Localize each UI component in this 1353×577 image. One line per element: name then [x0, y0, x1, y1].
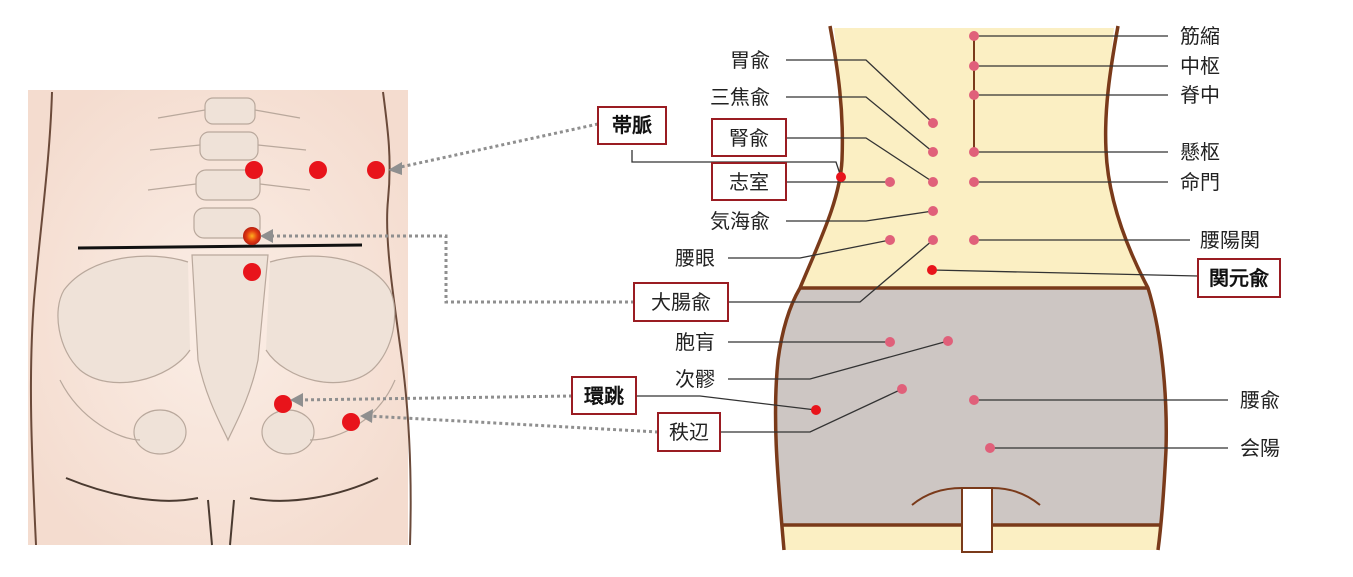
illus-point-zhishi	[245, 161, 263, 179]
skeleton-illustration	[28, 90, 412, 546]
label-shenyu: 腎兪	[729, 126, 769, 150]
label-huantiao: 環跳	[584, 384, 624, 408]
lumbar-zone	[800, 28, 1148, 288]
lead-ciliao	[728, 340, 949, 380]
lead-dachangyu	[728, 239, 934, 303]
point-mingmen	[969, 177, 979, 187]
sacrum	[191, 254, 269, 442]
body-outline-right	[382, 91, 412, 546]
ilium-right	[265, 255, 396, 384]
point-zhishi	[885, 177, 895, 187]
illus-point-huantiao	[274, 395, 292, 413]
body-outline-left	[29, 91, 53, 546]
label-xuanshu: 懸枢	[1180, 140, 1220, 164]
connector-arrows	[260, 122, 659, 434]
labels-right: 筋縮 中枢 脊中 懸枢 命門 腰陽関 関元兪 腰兪 会陽	[1180, 24, 1280, 460]
label-yaoyan: 腰眼	[675, 246, 715, 270]
frame-guanyuanyu	[1197, 258, 1281, 298]
label-baohuang: 胞肓	[675, 330, 715, 354]
point-jinsuo	[969, 31, 979, 41]
label-weiyu: 胃兪	[730, 48, 770, 72]
jacoby-line	[77, 243, 363, 250]
label-mingmen: 命門	[1180, 170, 1220, 194]
label-dachangyu: 大腸兪	[651, 290, 711, 314]
lead-huantiao	[636, 395, 817, 411]
arrow-daimai	[395, 122, 599, 170]
arrow-head-daimai	[388, 162, 402, 175]
label-zhongshu: 中枢	[1180, 54, 1220, 78]
hip-socket-left	[133, 409, 187, 455]
sacral-zone	[775, 288, 1167, 525]
point-xuanshu	[969, 147, 979, 157]
point-baohuang	[885, 337, 895, 347]
cleft-gap	[961, 487, 993, 553]
gluteal-fold-left	[65, 477, 199, 502]
arrow-huantiao	[297, 394, 573, 402]
point-yaoyan	[885, 235, 895, 245]
lead-qihaiyu	[786, 210, 934, 222]
point-zhongshu	[969, 61, 979, 71]
label-yaoyu: 腰兪	[1240, 388, 1280, 412]
point-guanyuanyu	[927, 265, 937, 275]
point-ciliao	[943, 336, 953, 346]
point-daimai	[836, 172, 846, 182]
frame-daimai	[597, 106, 667, 145]
label-jizhong: 脊中	[1180, 83, 1220, 107]
acupoints	[811, 31, 995, 453]
frame-dachangyu	[633, 282, 729, 322]
point-yaoyangguan	[969, 235, 979, 245]
label-yaoyangguan: 腰陽関	[1200, 228, 1260, 252]
label-frames	[571, 106, 1281, 452]
point-sanjiaoyu	[928, 147, 938, 157]
frame-zhibian	[657, 412, 721, 452]
point-dachangyu	[928, 235, 938, 245]
lumbar-vertebrae	[147, 97, 311, 239]
gluteal-fold-right	[249, 477, 379, 502]
illus-point-daimai	[367, 161, 385, 179]
illus-point-zhibian	[342, 413, 360, 431]
lead-weiyu	[786, 59, 934, 124]
arrow-zhibian	[367, 414, 659, 434]
frame-zhishi	[711, 162, 787, 201]
label-qihaiyu: 気海兪	[710, 209, 770, 233]
lead-zhibian	[720, 388, 903, 433]
illus-point-guanyuanyu	[243, 263, 261, 281]
point-weiyu	[928, 118, 938, 128]
femur-left	[59, 379, 141, 441]
point-qihaiyu	[928, 206, 938, 216]
label-zhibian: 秩辺	[669, 420, 709, 444]
arrow-head-zhibian	[360, 409, 373, 423]
labels-left: 胃兪 三焦兪 帯脈 腎兪 志室 気海兪 腰眼 大腸兪 胞肓 次髎 環跳 秩辺	[584, 48, 770, 444]
point-jizhong	[969, 90, 979, 100]
lead-guanyuanyu	[931, 269, 1199, 277]
point-zhibian	[897, 384, 907, 394]
point-yaoyu	[969, 395, 979, 405]
label-huiyang: 会陽	[1240, 436, 1280, 460]
point-huantiao	[811, 405, 821, 415]
ilium-left	[57, 255, 191, 384]
label-guanyuanyu: 関元兪	[1209, 266, 1269, 290]
point-huiyang	[985, 443, 995, 453]
arrow-head-huantiao	[290, 393, 303, 407]
lead-shenyu	[786, 137, 934, 183]
legs-gap	[207, 499, 235, 546]
back-diagram	[773, 25, 1169, 553]
hip-socket-right	[261, 409, 315, 455]
point-shenyu	[928, 177, 938, 187]
illus-point-jingmen	[309, 161, 327, 179]
label-zhishi: 志室	[729, 170, 769, 194]
frame-shenyu	[711, 118, 787, 157]
arrow-head-dachangyu	[260, 229, 273, 243]
label-daimai: 帯脈	[612, 113, 652, 137]
label-ciliao: 次髎	[675, 367, 715, 391]
lead-yaoyan	[728, 239, 891, 259]
label-jinsuo: 筋縮	[1180, 24, 1220, 48]
label-sanjiaoyu: 三焦兪	[710, 85, 770, 109]
leader-lines	[631, 35, 1228, 449]
lead-sanjiaoyu	[786, 96, 934, 153]
frame-huantiao	[571, 376, 637, 415]
illus-point-dachangyu	[243, 227, 261, 245]
arrow-dachangyu	[268, 234, 634, 304]
